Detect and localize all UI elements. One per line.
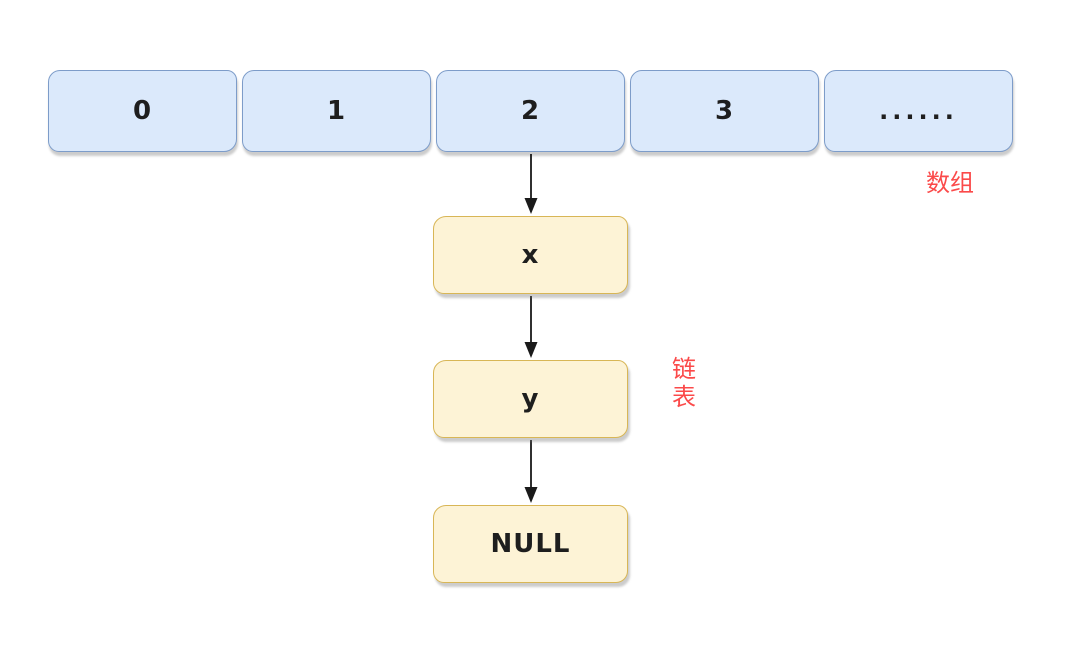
array-cell-ellipsis: ...... xyxy=(824,70,1013,152)
arrowhead-y-to-null xyxy=(524,487,538,503)
arrowhead-x-to-y xyxy=(524,342,538,358)
array-annotation-label: 数组 xyxy=(926,169,974,197)
list-node-x: x xyxy=(433,216,628,294)
list-node-null: NULL xyxy=(433,505,628,583)
array-row: 0 1 2 3 ...... xyxy=(48,70,1013,152)
linked-list-label-char-2: 表 xyxy=(672,383,696,411)
array-cell-3: 3 xyxy=(630,70,819,152)
linked-list-annotation-label: 链 表 xyxy=(670,355,698,411)
array-cell-2: 2 xyxy=(436,70,625,152)
array-cell-0: 0 xyxy=(48,70,237,152)
array-cell-1: 1 xyxy=(242,70,431,152)
linked-list-label-char-1: 链 xyxy=(672,355,696,383)
arrowhead-array-to-x xyxy=(524,198,538,214)
list-node-y: y xyxy=(433,360,628,438)
